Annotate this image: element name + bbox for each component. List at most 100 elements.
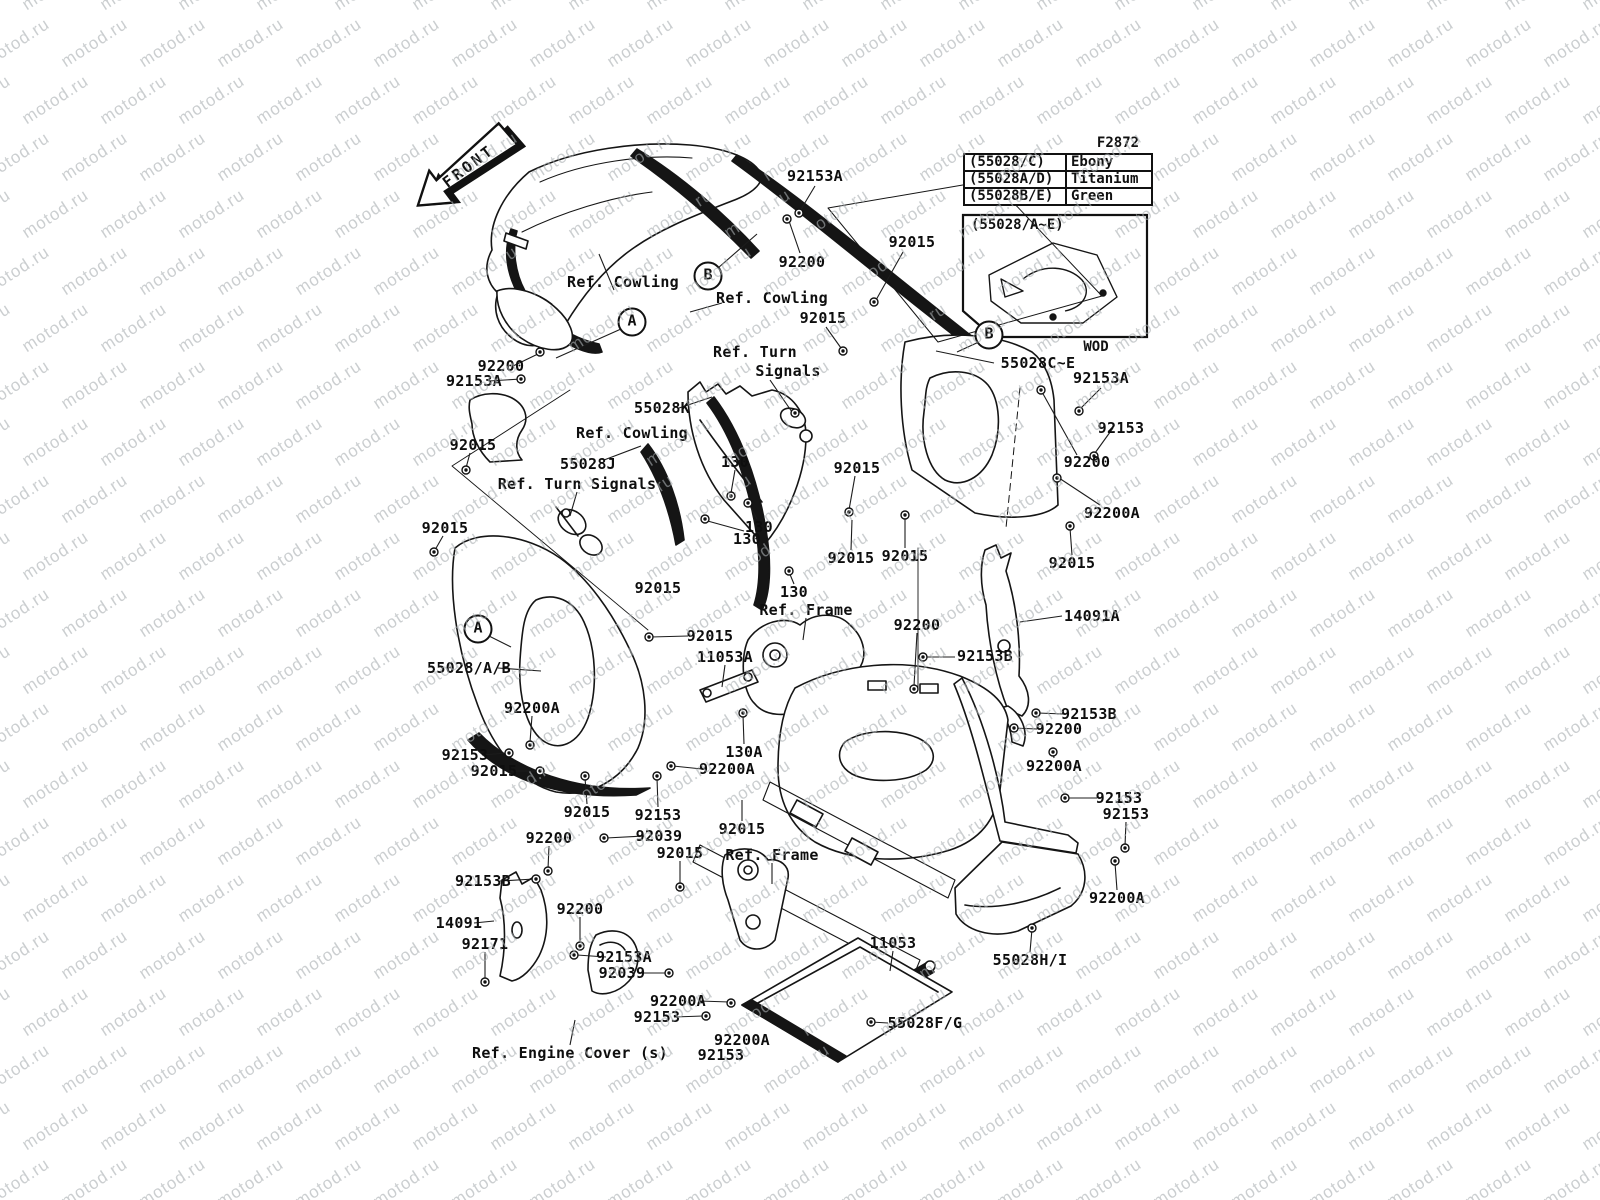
fastener-icon <box>1063 796 1067 800</box>
fastener-icon <box>464 468 468 472</box>
fastener-icon <box>746 501 750 505</box>
leader-line <box>825 326 842 349</box>
leader-line <box>730 469 736 494</box>
leader-line <box>672 765 703 770</box>
fastener-icon <box>847 510 851 514</box>
fastener-icon <box>647 635 651 639</box>
leader-line <box>605 835 645 839</box>
fastener-icon <box>787 569 791 573</box>
fastener-icon <box>1068 524 1072 528</box>
color-table-row: (55028A/D)Titanium <box>963 170 1153 189</box>
leader-line <box>650 635 689 638</box>
fastener-icon <box>572 953 576 957</box>
fastener-icon <box>507 751 511 755</box>
fastener-icon <box>578 944 582 948</box>
color-table-row: (55028B/E)Green <box>963 187 1153 206</box>
ref-label: Ref. Turn <box>713 343 797 361</box>
color-name-cell: Green <box>1065 187 1153 206</box>
fastener-icon <box>655 774 659 778</box>
leader-line <box>673 1015 704 1018</box>
part-blade-55028K <box>706 396 771 611</box>
fastener-icon <box>669 764 673 768</box>
part-number-label: 92200A <box>1089 889 1145 907</box>
fastener-icon <box>667 971 671 975</box>
part-number-label: 92153B <box>957 647 1013 665</box>
leader-line <box>848 475 856 511</box>
part-number-label: 92200 <box>893 616 941 634</box>
leader-line <box>1079 387 1102 410</box>
leader-line <box>569 491 578 517</box>
leader-line <box>802 617 807 641</box>
color-code-cell: (55028A/D) <box>963 170 1067 189</box>
color-name-cell: Titanium <box>1065 170 1153 189</box>
part-number-label: 92200 <box>778 253 826 271</box>
part-number-label: 130 <box>780 583 808 601</box>
part-number-label: 92015 <box>888 233 936 251</box>
leader-line <box>434 535 444 551</box>
part-number-label: 92153B <box>455 872 511 890</box>
part-right-lower-cowling <box>777 663 1009 860</box>
fastener-icon <box>1012 726 1016 730</box>
fastener-icon <box>912 687 916 691</box>
fastener-icon <box>921 655 925 659</box>
fastener-icon <box>534 877 538 881</box>
ref-label: Ref. Engine Cover (s) <box>472 1044 668 1062</box>
fastener-icon <box>869 1020 873 1024</box>
fastener-icon <box>1039 388 1043 392</box>
fastener-icon <box>785 217 789 221</box>
fastener-icon <box>741 711 745 715</box>
part-belly-pan <box>741 937 953 1063</box>
leader-line <box>1058 477 1101 506</box>
part-number-label: 55028C~E <box>1000 354 1076 372</box>
fastener-icon <box>583 774 587 778</box>
part-stay-14091A <box>980 544 1030 717</box>
part-number-label: 130 <box>721 453 749 471</box>
part-number-label: 92153 <box>633 1008 681 1026</box>
leader-line <box>569 1019 576 1046</box>
part-number-label: 92015 <box>799 309 847 327</box>
part-number-label: 92015 <box>686 627 734 645</box>
color-name-cell: Ebony <box>1065 153 1153 172</box>
part-number-label: 92200 <box>556 900 604 918</box>
part-engine-cover-bracket <box>587 930 639 995</box>
inset-sketch <box>961 213 1149 339</box>
part-number-label: 92039 <box>598 964 646 982</box>
leader-line <box>799 185 816 212</box>
fastener-icon <box>1077 409 1081 413</box>
leader-line <box>769 379 793 413</box>
part-number-label: 92200A <box>1026 757 1082 775</box>
inset-label: (55028/A~E) <box>971 217 1064 233</box>
leader-line <box>717 233 758 269</box>
leader-line <box>473 920 495 924</box>
leader-line <box>935 350 995 364</box>
leader-line <box>1069 527 1073 556</box>
fastener-icon <box>729 1001 733 1005</box>
construction-lines <box>451 389 919 689</box>
part-number-label: 92200A <box>1084 504 1140 522</box>
fastener-icon <box>903 513 907 517</box>
fastener-icon <box>483 980 487 984</box>
fastener-icon <box>519 377 523 381</box>
color-table-row: (55028/C)Ebony <box>963 153 1153 172</box>
part-number-label: 92015 <box>563 803 611 821</box>
leader-line <box>788 220 801 254</box>
part-number-label: 130A <box>725 743 763 761</box>
leader-line <box>576 954 607 958</box>
part-number-label: 92200 <box>1035 720 1083 738</box>
ref-label: Ref. Cowling <box>567 273 679 291</box>
part-number-label: 92153 <box>441 746 489 764</box>
part-number-label: 92200A <box>699 760 755 778</box>
part-number-label: 130 <box>745 518 773 536</box>
leader-line <box>1029 928 1033 953</box>
fastener-icon <box>538 769 542 773</box>
part-number-label: 92015 <box>470 762 518 780</box>
fastener-icon <box>703 517 707 521</box>
part-number-label: 92200A <box>650 992 706 1010</box>
part-turn-signal-left <box>555 506 603 556</box>
leader-line <box>689 302 723 313</box>
leader-line <box>1019 615 1063 623</box>
part-cowling-55028HI <box>954 841 1086 935</box>
color-code-cell: (55028B/E) <box>963 187 1067 206</box>
leader-line <box>875 251 904 301</box>
